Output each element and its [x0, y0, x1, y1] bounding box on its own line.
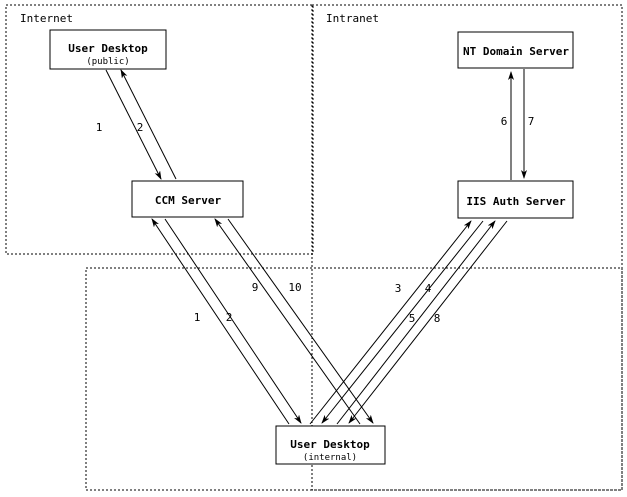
flow-label-6: 6	[501, 115, 508, 128]
flow-label-8: 8	[434, 312, 441, 325]
node-user-desktop-public-box[interactable]	[49, 29, 167, 70]
node-iis-auth-server-title: IIS Auth Server	[466, 195, 566, 208]
edge-group-iis-ntdomain: 6 7	[501, 69, 535, 180]
flow-label-2-internal: 2	[226, 311, 233, 324]
node-user-desktop-internal-subtitle: (internal)	[303, 453, 357, 463]
node-nt-domain-server-title: NT Domain Server	[463, 45, 569, 58]
node-iis-auth-server-box[interactable]	[457, 180, 574, 219]
node-iis-auth-server[interactable]: IIS Auth Server	[457, 180, 574, 219]
edge-flow-10	[227, 218, 374, 424]
flow-label-10: 10	[288, 281, 301, 294]
node-ccm-server[interactable]: CCM Server	[131, 180, 244, 218]
node-user-desktop-internal-box[interactable]	[275, 425, 386, 465]
node-nt-domain-server[interactable]: NT Domain Server	[457, 31, 574, 69]
flow-label-1-internal: 1	[194, 311, 201, 324]
zone-internet-border	[5, 4, 314, 255]
zone-intranet-border	[311, 4, 623, 491]
edge-flow-4	[321, 220, 484, 424]
edge-flow-5	[336, 220, 496, 425]
node-ccm-server-title: CCM Server	[155, 194, 222, 207]
flow-label-9: 9	[252, 281, 259, 294]
edge-group-internal-ccm-910: 9 10	[214, 218, 374, 425]
edge-flow-1-internal	[151, 218, 290, 425]
node-user-desktop-public-subtitle: (public)	[86, 57, 129, 67]
edge-flow-3	[309, 220, 472, 425]
zone-internet: Internet	[5, 4, 314, 255]
edge-group-public-ccm: 1 2	[96, 69, 177, 180]
edge-group-internal-ccm-12: 1 2	[151, 218, 302, 425]
node-user-desktop-public-title: User Desktop	[68, 42, 148, 55]
flow-label-1-public: 1	[96, 121, 103, 134]
edge-flow-2-public	[120, 69, 177, 180]
node-nt-domain-server-box[interactable]	[457, 31, 574, 69]
zone-internet-label: Internet	[20, 12, 73, 25]
edge-flow-9	[214, 218, 361, 425]
zone-internal	[85, 267, 623, 491]
zone-internal-border	[85, 267, 623, 491]
zone-intranet-label: Intranet	[326, 12, 379, 25]
flow-label-5: 5	[409, 312, 416, 325]
flow-label-4: 4	[425, 282, 432, 295]
edge-group-internal-iis-34: 3 4	[309, 220, 484, 425]
node-user-desktop-internal-title: User Desktop	[290, 438, 370, 451]
edge-flow-2-internal	[164, 218, 302, 424]
edge-flow-1-public	[105, 69, 162, 180]
flow-label-3: 3	[395, 282, 402, 295]
node-ccm-server-box[interactable]	[131, 180, 244, 218]
node-user-desktop-public[interactable]: User Desktop (public)	[49, 29, 167, 70]
flow-label-2-public: 2	[137, 121, 144, 134]
zone-intranet: Intranet	[311, 4, 623, 491]
edge-group-internal-iis-58: 5 8	[336, 220, 508, 425]
edge-flow-8	[348, 220, 508, 424]
node-user-desktop-internal[interactable]: User Desktop (internal)	[275, 425, 386, 465]
flow-label-7: 7	[528, 115, 535, 128]
